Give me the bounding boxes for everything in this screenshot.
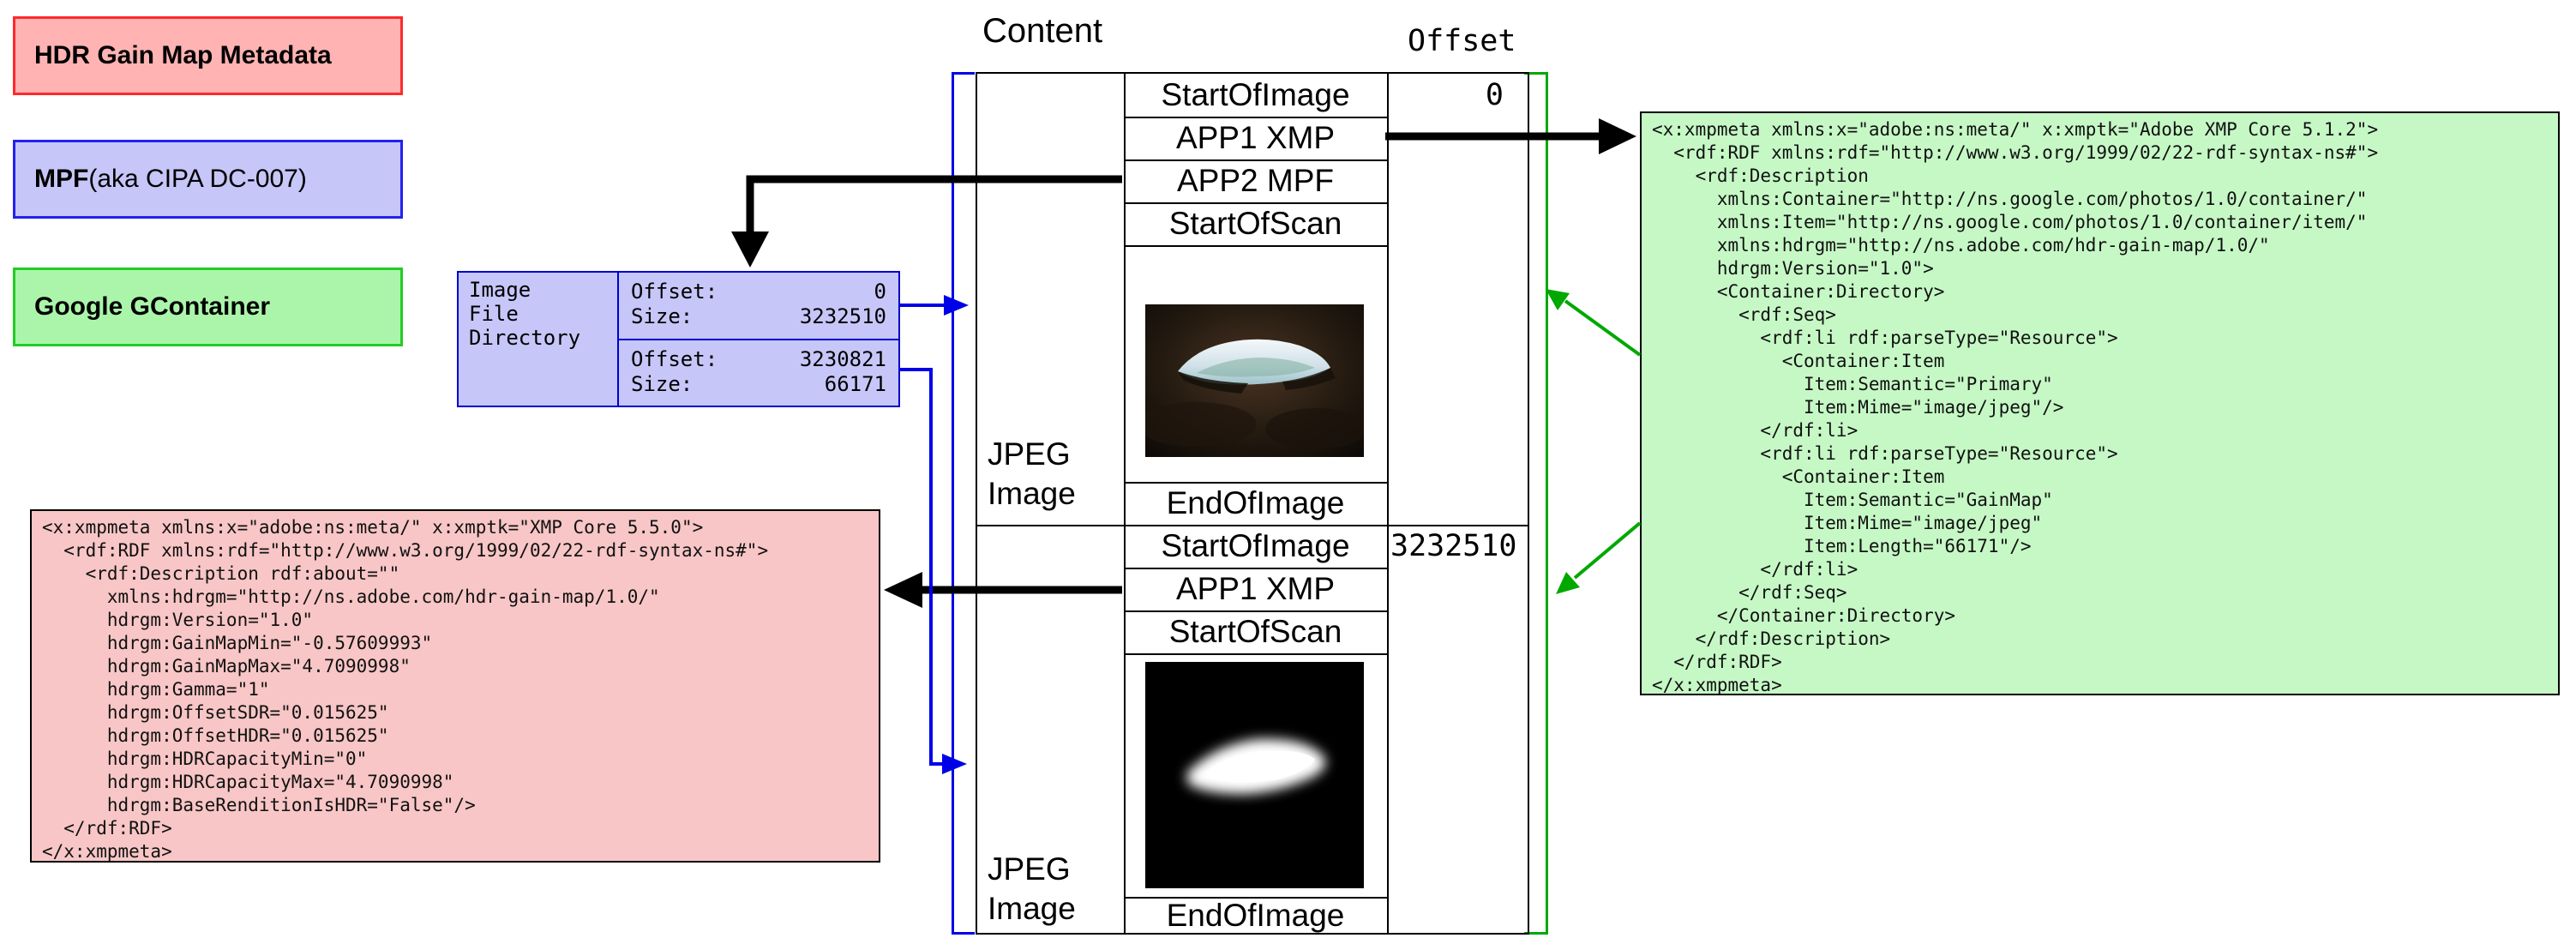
segment-app1-xmp-2: APP1 XMP [1175,571,1336,606]
offset-value-gainmap: 3232510 [1390,529,1517,563]
table-hline [1124,568,1389,569]
segment-endofimage-1: EndOfImage [1166,485,1345,520]
table-hline [1124,897,1389,899]
legend-box-hdr-gain-map: HDR Gain Map Metadata [13,16,403,95]
legend-label-mpf-rest: (aka CIPA DC-007) [88,165,307,193]
ifd-label-line: Directory [469,326,581,350]
legend-label-hdr: HDR Gain Map Metadata [34,41,332,69]
ifd-entry-gainmap: Offset: 3230821 Size: 66171 [619,340,898,406]
arrow-gcontainer-gainmap-icon [1556,521,1642,594]
ifd-label: Image File Directory [459,278,617,350]
gainmap-image-thumbnail [1145,662,1364,888]
ifd-offset-value: 3230821 [799,347,886,371]
segment-startofscan-1: StartOfScan [1168,206,1342,241]
ifd-size-value: 66171 [824,372,886,396]
segment-startofscan-2: StartOfScan [1168,614,1342,649]
ifd-size-label: Size: [631,304,694,328]
ifd-size-label: Size: [631,372,694,396]
table-vline-left [1124,74,1126,933]
segment-endofimage-2: EndOfImage [1166,898,1345,933]
segment-app1-xmp-1: APP1 XMP [1175,120,1336,155]
segment-startofimage-1: StartOfImage [1161,77,1350,112]
legend-label-gcontainer: Google GContainer [34,292,271,321]
primary-image-thumbnail [1145,304,1364,457]
ifd-offset-value: 0 [874,280,886,304]
side-label-line: JPEG [988,436,1071,472]
legend-box-gcontainer: Google GContainer [13,268,403,346]
gcontainer-scope-bracket [1524,72,1548,935]
ifd-offset-label: Offset: [631,280,718,304]
xmp-gcontainer-code-box: <x:xmpmeta xmlns:x="adobe:ns:meta/" x:xm… [1640,111,2560,695]
table-hline [1124,653,1389,655]
table-hline [1124,482,1389,484]
offset-value-primary: 0 [1485,78,1504,112]
table-vline-right [1387,74,1389,933]
table-hline [1124,202,1389,204]
jpeg-image-side-label-1: JPEG Image [988,435,1121,514]
segment-startofimage-2: StartOfImage [1161,528,1350,563]
ifd-entry-primary: Offset: 0 Size: 3232510 [619,273,898,339]
mpf-image-file-directory: Image File Directory Offset: 0 Size: 323… [457,271,900,407]
ifd-label-line: File [469,302,519,326]
xmp-hdr-gainmap-code-box: <x:xmpmeta xmlns:x="adobe:ns:meta/" x:xm… [30,509,880,863]
table-hline [1124,245,1389,247]
ifd-horizontal-divider [619,339,898,340]
segment-app2-mpf: APP2 MPF [1177,163,1334,198]
ifd-label-line: Image [469,278,531,302]
side-label-line: Image [988,891,1076,926]
arrow-gcontainer-primary-icon [1546,289,1642,357]
ifd-offset-label: Offset: [631,347,718,371]
table-hline [1124,159,1389,161]
content-header: Content [982,12,1103,50]
ifd-vertical-divider [617,273,619,406]
ifd-size-value: 3232510 [799,304,886,328]
section-divider [977,525,1528,526]
side-label-line: JPEG [988,851,1071,887]
offset-header: Offset [1408,24,1516,58]
jpeg-image-side-label-2: JPEG Image [988,850,1121,929]
legend-box-mpf: MPF (aka CIPA DC-007) [13,140,403,219]
jpeg-file-structure-table: StartOfImage APP1 XMP APP2 MPF StartOfSc… [976,72,1529,935]
mpf-scope-bracket [952,72,975,935]
table-hline [1124,610,1389,612]
side-label-line: Image [988,476,1076,511]
legend-label-mpf: MPF [34,165,89,193]
table-hline [1124,117,1389,118]
